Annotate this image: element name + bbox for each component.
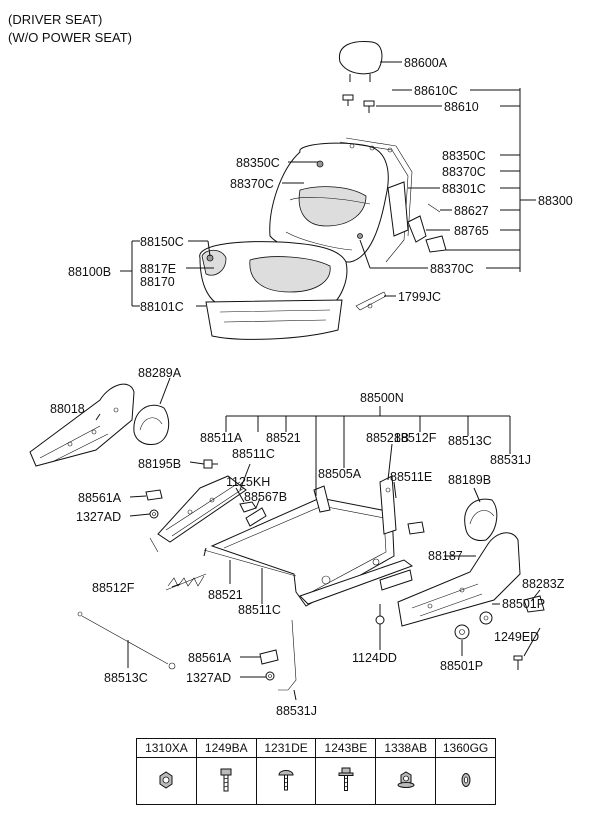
callout-88501p-lower: 88501P xyxy=(440,659,483,673)
screw-1124-drawing xyxy=(375,604,385,625)
callout-88561a-upper: 88561A xyxy=(78,491,122,505)
cover-189-drawing xyxy=(464,498,498,541)
callout-88018: 88018 xyxy=(50,402,85,416)
callout-88189b: 88189B xyxy=(448,473,491,487)
bolt-1249-drawing xyxy=(513,655,523,670)
bolt-icon xyxy=(220,768,232,791)
callout-88370c-left: 88370C xyxy=(230,177,274,191)
cap-561b-drawing xyxy=(259,649,279,681)
guide-drawing xyxy=(342,94,375,113)
callout-88610c: 88610C xyxy=(414,84,458,98)
callout-1125kh: 1125KH xyxy=(226,475,270,489)
seat-track-drawing xyxy=(149,475,425,607)
callout-88513c-top: 88513C xyxy=(448,434,492,448)
callout-labels: 88600A 88610C 88610 88350C 88370C 88350C… xyxy=(50,56,573,718)
spring-drawing xyxy=(165,573,207,591)
cap-561-drawing xyxy=(145,489,163,519)
fastener-legend-table: 1310XA 1249BA 1231DE 1243BE 1338AB 1360G… xyxy=(136,738,496,805)
callout-88500n: 88500N xyxy=(360,391,404,405)
callout-88521-lower: 88521 xyxy=(208,588,243,602)
fastener-code: 1310XA xyxy=(136,738,197,758)
callout-88511c-lower: 88511C xyxy=(238,603,281,617)
callout-88300: 88300 xyxy=(538,194,573,208)
bolt-195-drawing xyxy=(203,459,218,469)
callout-88512f-top: 88512F xyxy=(394,431,437,445)
seat-cushion-drawing xyxy=(199,241,387,340)
callout-1799jc: 1799JC xyxy=(398,290,441,304)
callout-8817e: 8817E xyxy=(140,262,176,276)
callout-1327ad-lower: 1327AD xyxy=(186,671,231,685)
callout-88150c: 88150C xyxy=(140,235,184,249)
fastener-header-row: 1310XA 1249BA 1231DE 1243BE 1338AB 1360G… xyxy=(136,738,496,758)
callout-88765: 88765 xyxy=(454,224,489,238)
fastener-code: 1243BE xyxy=(315,738,377,758)
seat-back-drawing xyxy=(269,137,447,263)
callout-88531j-lower: 88531J xyxy=(276,704,317,718)
knob-501-drawing xyxy=(454,611,493,640)
fastener-icon-row xyxy=(136,757,496,805)
callout-1327ad-upper: 1327AD xyxy=(76,510,121,524)
callout-88301c: 88301C xyxy=(442,182,486,196)
callout-88350c-right: 88350C xyxy=(442,149,486,163)
cover-289-drawing xyxy=(133,404,170,445)
hex-nut-icon xyxy=(159,770,173,789)
callout-88531j-top: 88531J xyxy=(490,453,531,467)
callout-88521b: 88521B xyxy=(366,431,409,445)
header-driver-seat: (DRIVER SEAT) xyxy=(8,12,102,27)
callout-88370c-lower: 88370C xyxy=(430,262,474,276)
callout-88100b: 88100B xyxy=(68,265,111,279)
fastener-code: 1231DE xyxy=(255,738,317,758)
side-shield-drawing xyxy=(29,383,135,467)
rod-531-drawing xyxy=(278,619,297,691)
leader-lines xyxy=(95,61,541,701)
callout-1124dd: 1124DD xyxy=(352,651,397,665)
callout-88195b: 88195B xyxy=(138,457,181,471)
callout-88187: 88187 xyxy=(428,549,463,563)
callout-88101c: 88101C xyxy=(140,300,184,314)
callout-88350c-left: 88350C xyxy=(236,156,280,170)
callout-88567b: 88567B xyxy=(244,490,287,504)
callout-88170: 88170 xyxy=(140,275,175,289)
callout-88627: 88627 xyxy=(454,204,489,218)
callout-88521-top: 88521 xyxy=(266,431,301,445)
callout-88600a: 88600A xyxy=(404,56,448,70)
callout-1249ed: 1249ED xyxy=(494,630,539,644)
fastener-code: 1360GG xyxy=(435,738,496,758)
wire-drawing xyxy=(77,611,176,670)
callout-88561a-lower: 88561A xyxy=(188,651,232,665)
callout-88370c-right: 88370C xyxy=(442,165,486,179)
callout-88511c-top: 88511C xyxy=(232,447,275,461)
fastener-code: 1338AB xyxy=(375,738,437,758)
bolt-washer-icon xyxy=(338,767,354,791)
pan-screw-icon xyxy=(278,769,294,790)
headrest-drawing xyxy=(338,41,383,82)
callout-88610: 88610 xyxy=(444,100,479,114)
callout-88511a: 88511A xyxy=(200,431,243,445)
callout-88511e: 88511E xyxy=(390,470,432,484)
washer-icon xyxy=(461,772,471,787)
callout-88283z: 88283Z xyxy=(522,577,565,591)
callout-88289a: 88289A xyxy=(138,366,182,380)
flange-nut-icon xyxy=(397,770,415,788)
callout-88505a: 88505A xyxy=(318,467,362,481)
recliner-drawing xyxy=(397,532,521,627)
header-without-power-seat: (W/O POWER SEAT) xyxy=(8,30,132,45)
callout-88513c-lower: 88513C xyxy=(104,671,148,685)
fastener-code: 1249BA xyxy=(195,738,257,758)
callout-88501p-right: 88501P xyxy=(502,597,545,611)
callout-88512f-lower: 88512F xyxy=(92,581,135,595)
